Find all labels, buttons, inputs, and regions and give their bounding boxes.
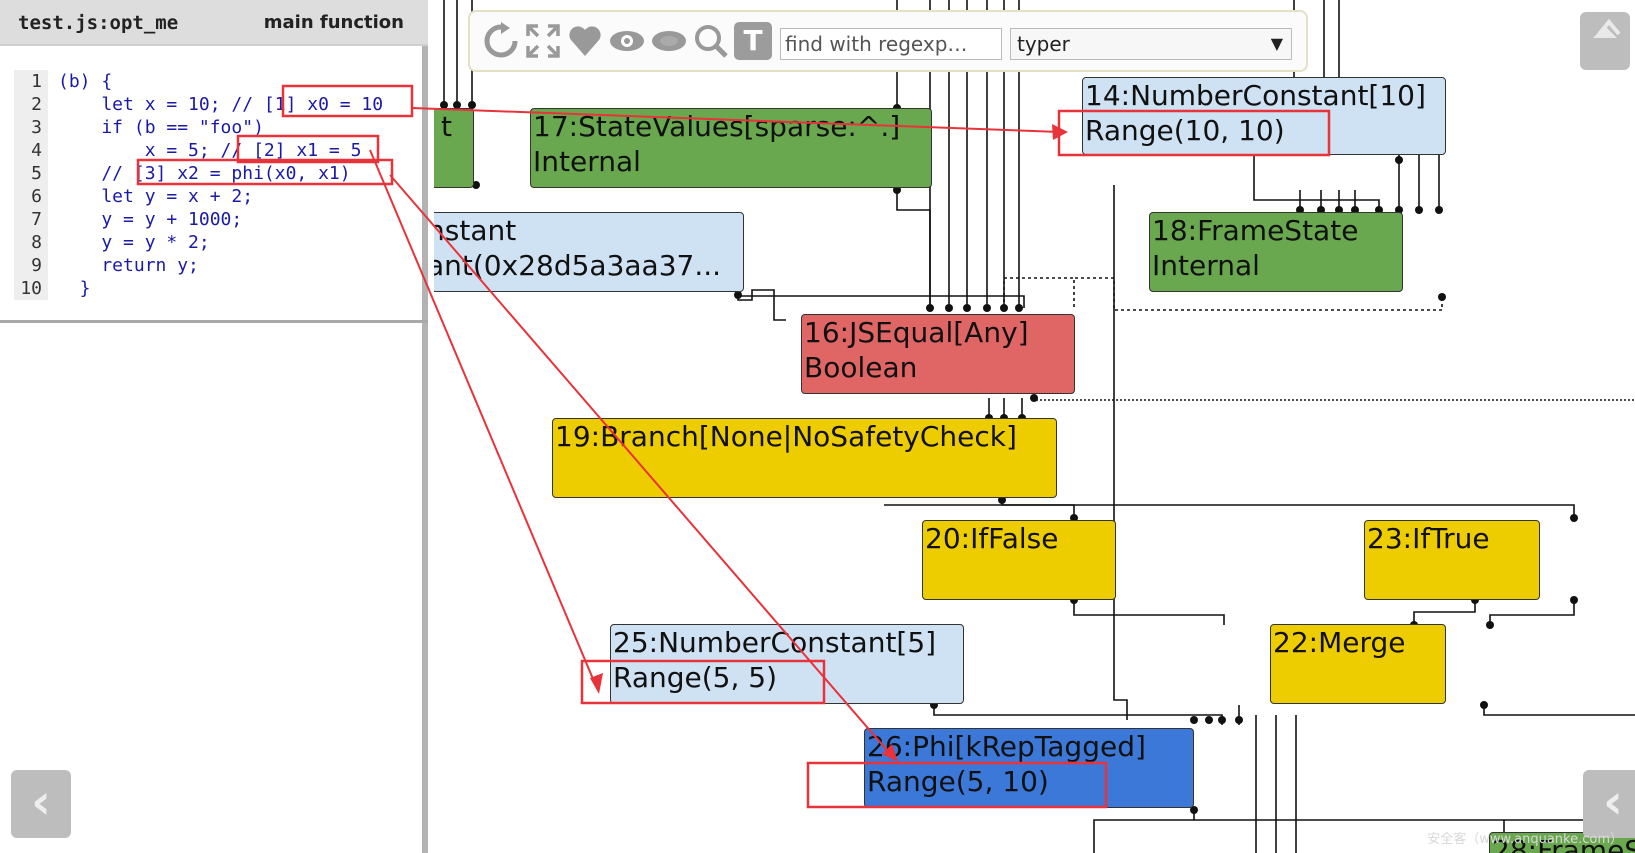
line-number: 5 xyxy=(14,162,48,185)
text-glyph: T xyxy=(743,24,763,57)
layout-icon[interactable] xyxy=(482,22,520,60)
node-label: 22:Merge xyxy=(1273,626,1406,659)
phase-select[interactable]: typer ▼ xyxy=(1010,28,1292,60)
line-number: 2 xyxy=(14,93,48,116)
graph-node-14[interactable]: 14:NumberConstant[10] Range(10, 10) xyxy=(1082,77,1446,155)
code-text: y = y + 1000; xyxy=(58,209,243,230)
node-label: 17:StateValues[sparse:^.] xyxy=(533,110,901,143)
code-text: } xyxy=(58,278,91,299)
graph-node-16[interactable]: 16:JSEqual[Any] Boolean xyxy=(801,314,1075,394)
eye-icon[interactable] xyxy=(608,22,646,60)
code-text: x = 5; // [2] x1 = 5 xyxy=(58,140,362,161)
line-number: 6 xyxy=(14,185,48,208)
node-label: 20:IfFalse xyxy=(925,522,1059,555)
eye-closed-icon[interactable] xyxy=(650,22,688,60)
search-input[interactable]: find with regexp… xyxy=(780,28,1002,60)
node-label: 14:NumberConstant[10] xyxy=(1085,79,1426,112)
code-text: let x = 10; // [1] x0 = 10 xyxy=(58,94,384,115)
source-panel: test.js:opt_me main function 1 (b) { 2 le… xyxy=(0,0,428,853)
text-icon[interactable]: T xyxy=(734,22,772,60)
graph-node-19[interactable]: 19:Branch[None|NoSafetyCheck] xyxy=(552,418,1057,498)
graph-node-22[interactable]: 22:Merge xyxy=(1270,624,1446,704)
node-label: 26:Phi[kRepTagged] xyxy=(867,730,1146,763)
collapse-right-button[interactable]: ‹ xyxy=(1583,770,1635,838)
node-label: 16:JSEqual[Any] xyxy=(804,316,1029,349)
graph-panel[interactable]: t 17:StateValues[sparse:^.] Internal 14:… xyxy=(434,0,1635,853)
node-label: 23:IfTrue xyxy=(1367,522,1490,555)
phase-value: typer xyxy=(1017,32,1070,56)
search-icon[interactable] xyxy=(692,22,730,60)
fit-icon[interactable] xyxy=(524,22,562,60)
line-number: 9 xyxy=(14,254,48,277)
heart-icon[interactable] xyxy=(566,22,604,60)
source-header: test.js:opt_me main function xyxy=(0,0,428,46)
graph-node-23[interactable]: 23:IfTrue xyxy=(1364,520,1540,600)
collapse-left-button[interactable]: ‹ xyxy=(11,770,71,838)
node-label: 19:Branch[None|NoSafetyCheck] xyxy=(555,420,1017,453)
node-type: Internal xyxy=(1152,249,1260,282)
graph-node-25[interactable]: 25:NumberConstant[5] Range(5, 5) xyxy=(610,624,964,704)
function-label: main function xyxy=(263,12,404,33)
node-label: 28:FrameS xyxy=(1492,834,1635,853)
graph-node-18[interactable]: 18:FrameState Internal xyxy=(1149,212,1403,292)
watermark: 安全客（www.anquanke.com） xyxy=(1427,832,1623,847)
node-label: t xyxy=(441,110,452,143)
line-number: 3 xyxy=(14,116,48,139)
graph-menu-button[interactable] xyxy=(1580,12,1630,70)
graph-toolbar: T find with regexp… typer ▼ xyxy=(468,10,1308,72)
node-type: Range(5, 10) xyxy=(867,765,1049,798)
line-number: 4 xyxy=(14,139,48,162)
chevron-left-icon: ‹ xyxy=(1603,774,1623,830)
node-label: nstant xyxy=(434,214,517,247)
chevron-left-icon: ‹ xyxy=(31,774,51,830)
code-text: y = y * 2; xyxy=(58,232,210,253)
code-text: // [3] x2 = phi(x0, x1) xyxy=(58,163,351,184)
graph-node-26[interactable]: 26:Phi[kRepTagged] Range(5, 10) xyxy=(864,728,1194,808)
graph-node-20[interactable]: 20:IfFalse xyxy=(922,520,1116,600)
node-type: Internal xyxy=(533,145,641,178)
chevron-down-icon: ▼ xyxy=(1270,34,1283,53)
graph-node[interactable]: nstant ant(0x28d5a3aa37... xyxy=(434,212,744,292)
layers-icon xyxy=(1585,18,1625,60)
node-label: 18:FrameState xyxy=(1152,214,1359,247)
line-number: 1 xyxy=(14,70,48,93)
line-number: 10 xyxy=(14,277,48,300)
graph-node[interactable]: t xyxy=(434,108,474,188)
code-text: (b) { xyxy=(58,71,113,92)
node-type: ant(0x28d5a3aa37... xyxy=(434,249,722,282)
code-text: return y; xyxy=(58,255,199,276)
node-type: Range(10, 10) xyxy=(1085,114,1285,147)
node-type: Boolean xyxy=(804,351,918,384)
graph-node-17[interactable]: 17:StateValues[sparse:^.] Internal xyxy=(530,108,932,188)
line-number: 8 xyxy=(14,231,48,254)
code-text: let y = x + 2; xyxy=(58,186,254,207)
code-text: if (b == "foo") xyxy=(58,117,264,138)
panel-divider xyxy=(0,320,428,323)
node-type: Range(5, 5) xyxy=(613,661,778,694)
node-label: 25:NumberConstant[5] xyxy=(613,626,937,659)
source-title: test.js:opt_me xyxy=(18,12,179,34)
line-number: 7 xyxy=(14,208,48,231)
